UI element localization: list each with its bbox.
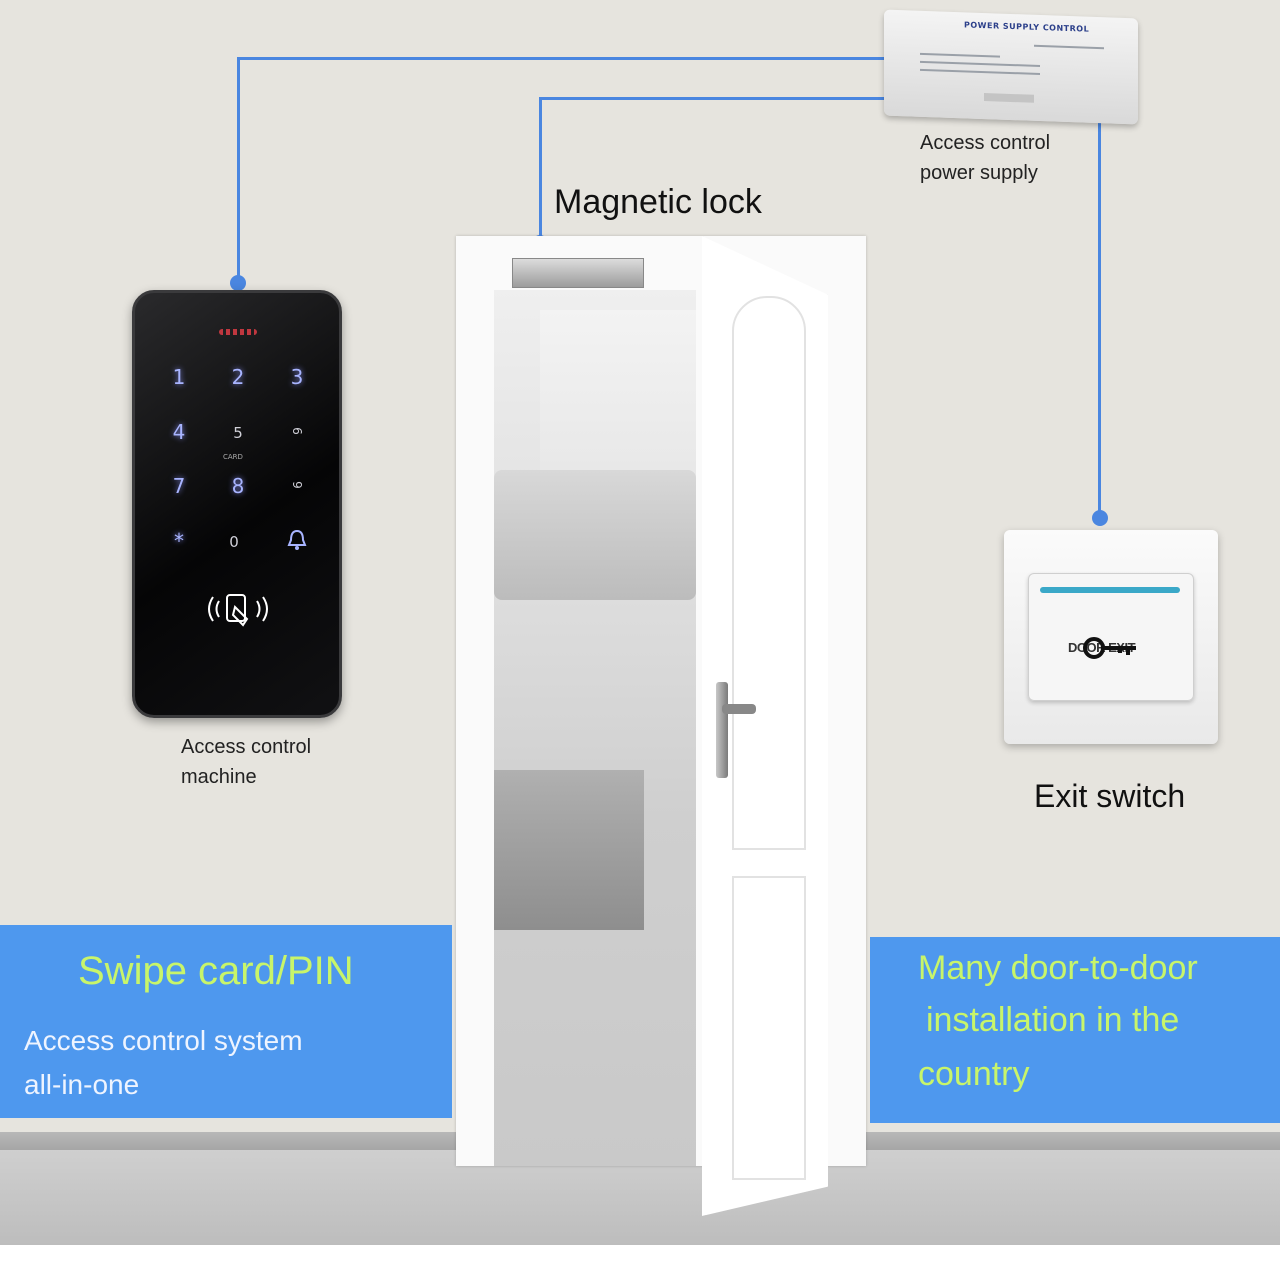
left-banner-line: all-in-one (24, 1069, 140, 1100)
door-handle-plate (716, 682, 728, 778)
wire-keypad-horizontal (237, 57, 887, 60)
right-banner: Many door-to-door installation in the co… (870, 937, 1280, 1123)
room-wall-panel (540, 310, 696, 500)
power-supply-title: POWER SUPPLY CONTROL (964, 20, 1090, 34)
door-upper-panel (732, 296, 806, 850)
key-8[interactable]: 8 (231, 474, 245, 498)
magnetic-lock-device (512, 258, 644, 288)
left-banner-line: Access control system (24, 1025, 303, 1056)
power-supply-print-line (1034, 44, 1104, 50)
access-machine-caption-line: Access control (181, 736, 312, 758)
wire-node-exit (1092, 510, 1108, 526)
wire-exit-vertical (1098, 120, 1101, 518)
door-leaf[interactable] (702, 236, 828, 1216)
left-banner: Swipe card/PIN Access control system all… (0, 925, 452, 1118)
wire-lock-vertical (539, 97, 542, 243)
power-supply-print-line (920, 52, 1000, 58)
wire-node-keypad (230, 275, 246, 291)
bell-icon[interactable] (287, 529, 307, 555)
key-1[interactable]: 1 (172, 365, 186, 389)
power-supply-print-line (984, 93, 1034, 103)
room-sofa (494, 470, 696, 600)
wire-lock-horizontal (539, 97, 887, 100)
key-icon (1082, 635, 1140, 665)
power-supply-caption-line: Access control (920, 132, 1051, 154)
rfid-card-icon (203, 589, 273, 633)
power-supply-print-line (920, 60, 1040, 68)
magnetic-lock-label: Magnetic lock (554, 183, 762, 221)
power-supply-caption: Access control power supply (920, 128, 1050, 188)
key-9[interactable]: 9 (290, 481, 304, 489)
indicator-leds (219, 329, 257, 335)
right-banner-line: country (918, 1055, 1030, 1093)
key-star[interactable]: * (174, 529, 184, 553)
power-supply-caption-line: power supply (920, 162, 1038, 184)
exit-switch-label: Exit switch (1034, 778, 1186, 814)
wire-keypad-vertical (237, 57, 240, 283)
exit-switch-led (1040, 587, 1180, 593)
exit-switch-button[interactable] (1028, 573, 1194, 701)
key-5[interactable]: 5 (233, 424, 243, 442)
access-machine-caption: Access control machine (181, 732, 311, 792)
access-machine-caption-line: machine (181, 766, 257, 788)
key-0[interactable]: 0 (229, 533, 239, 551)
key-3[interactable]: 3 (290, 365, 304, 389)
key-4[interactable]: 4 (172, 420, 186, 444)
right-banner-line: Many door-to-door (918, 949, 1198, 987)
left-banner-headline: Swipe card/PIN (78, 949, 354, 993)
power-supply-box: POWER SUPPLY CONTROL (884, 9, 1138, 125)
bottom-margin (0, 1245, 1280, 1282)
power-supply-print-line (920, 68, 1040, 76)
key-6[interactable]: 6 (290, 427, 304, 435)
key-7[interactable]: 7 (172, 474, 186, 498)
room-table (494, 770, 644, 930)
door-opening-room-view (494, 290, 696, 1166)
door-lower-panel (732, 876, 806, 1180)
key-2[interactable]: 2 (231, 365, 245, 389)
right-banner-line: installation in the (926, 1001, 1180, 1039)
door-handle[interactable] (722, 704, 756, 714)
access-control-keypad: 1 2 3 4 5 6 CARD 7 8 9 * 0 (132, 290, 342, 718)
card-label: CARD (223, 453, 243, 461)
